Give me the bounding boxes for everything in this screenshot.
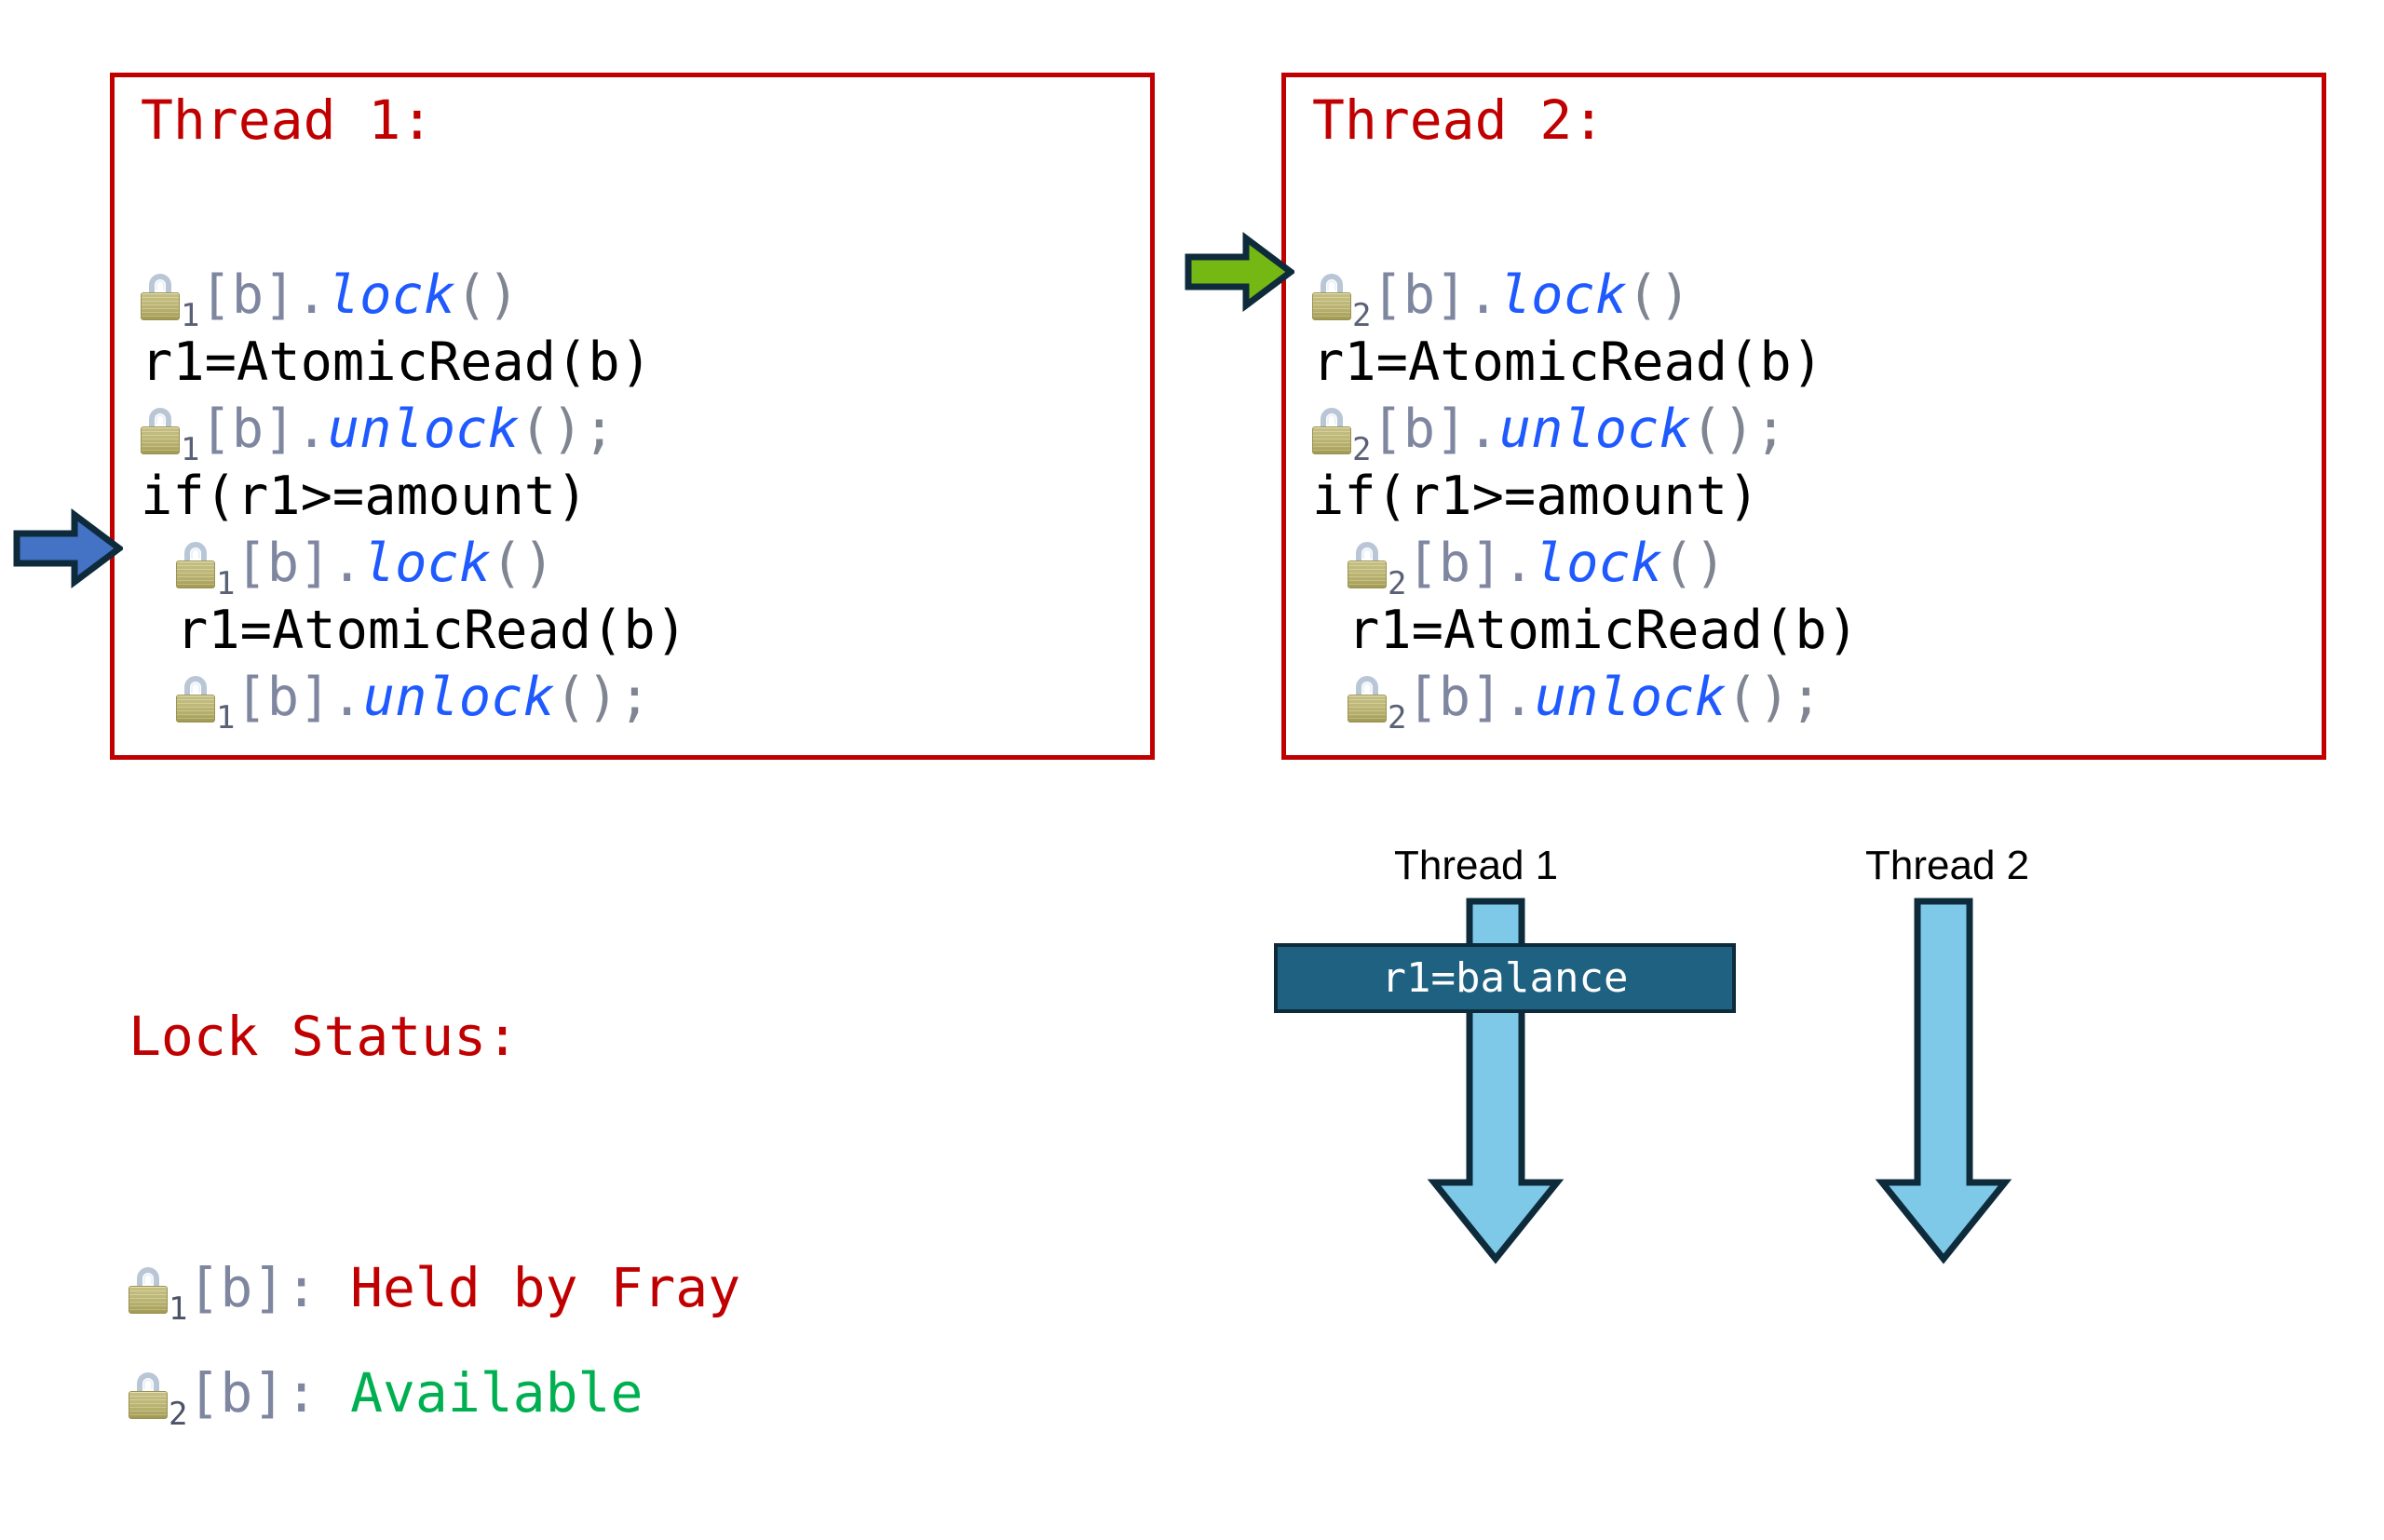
- code-line: 1[b].unlock();: [141, 396, 687, 468]
- timeline-lane1-label: Thread 1: [1394, 843, 1559, 888]
- lock-status-value: Held by Fray: [318, 1256, 741, 1319]
- method-name: lock: [1534, 533, 1663, 594]
- padlock-icon: [141, 408, 180, 454]
- thread2-title: Thread 2:: [1312, 88, 1605, 152]
- thread2-code-box: Thread 2: 2[b].lock()r1=AtomicRead(b)2[b…: [1281, 73, 2326, 760]
- lock-status-row: 1[b]: Held by Fray: [129, 1246, 740, 1351]
- lock-index: [b]: [1371, 399, 1468, 460]
- code-line: 2[b].unlock();: [1312, 396, 1859, 468]
- padlock-icon: [129, 1267, 168, 1314]
- method-name: lock: [327, 264, 456, 326]
- statement-text: r1=AtomicRead(b): [1348, 600, 1860, 661]
- dot-operator: .: [331, 667, 363, 728]
- thread1-code-lines: 1[b].lock()r1=AtomicRead(b)1[b].unlock()…: [141, 262, 687, 736]
- code-line: r1=AtomicRead(b): [141, 329, 687, 396]
- code-line: 1[b].lock(): [141, 262, 687, 334]
- padlock-icon: [176, 676, 215, 723]
- parens: ();: [1690, 399, 1787, 460]
- code-line: 2[b].unlock();: [1312, 664, 1859, 736]
- timeline-event-box: r1=balance: [1274, 943, 1736, 1013]
- padlock-icon: [129, 1372, 168, 1419]
- dot-operator: .: [1467, 264, 1499, 326]
- statement-text: r1=AtomicRead(b): [176, 600, 688, 661]
- timeline-lane2-label: Thread 2: [1865, 843, 2030, 888]
- lock-status-value: Available: [318, 1361, 643, 1425]
- lock-status-key: [b]:: [187, 1256, 318, 1319]
- lock-subscript: 1: [216, 699, 236, 736]
- parens: ();: [554, 667, 651, 728]
- method-name: unlock: [1498, 399, 1691, 460]
- thread2-code-lines: 2[b].lock()r1=AtomicRead(b)2[b].unlock()…: [1312, 262, 1859, 736]
- padlock-icon: [141, 274, 180, 320]
- parens: (): [1627, 264, 1691, 326]
- thread1-title: Thread 1:: [141, 88, 434, 152]
- statement-text: if(r1>=amount): [141, 466, 589, 527]
- code-line: r1=AtomicRead(b): [141, 597, 687, 664]
- lock-subscript: 1: [216, 565, 236, 602]
- parens: (): [455, 264, 520, 326]
- lock-subscript: 2: [169, 1396, 188, 1433]
- thread1-current-line-arrow-icon: [13, 507, 125, 593]
- statement-text: if(r1>=amount): [1312, 466, 1760, 527]
- code-line: 1[b].lock(): [141, 530, 687, 602]
- parens: (): [491, 533, 555, 594]
- padlock-icon: [176, 542, 215, 588]
- lock-subscript: 2: [1352, 297, 1372, 334]
- dot-operator: .: [295, 264, 328, 326]
- code-line: 2[b].lock(): [1312, 262, 1859, 334]
- padlock-icon: [1348, 542, 1387, 588]
- thread2-current-line-arrow-icon: [1185, 231, 1296, 317]
- method-name: unlock: [362, 667, 555, 728]
- thread1-code-box: Thread 1: 1[b].lock()r1=AtomicRead(b)1[b…: [110, 73, 1155, 760]
- dot-operator: .: [1502, 533, 1535, 594]
- lock-index: [b]: [199, 399, 296, 460]
- code-line: 2[b].lock(): [1312, 530, 1859, 602]
- lock-index: [b]: [199, 264, 296, 326]
- lock-index: [b]: [1406, 667, 1503, 728]
- code-line: 1[b].unlock();: [141, 664, 687, 736]
- lock-status-row: 2[b]: Available: [129, 1351, 740, 1456]
- method-name: unlock: [327, 399, 520, 460]
- lock-subscript: 2: [1352, 431, 1372, 468]
- parens: ();: [519, 399, 616, 460]
- lock-index: [b]: [235, 533, 332, 594]
- lock-subscript: 2: [1388, 565, 1407, 602]
- lock-index: [b]: [1371, 264, 1468, 326]
- dot-operator: .: [331, 533, 363, 594]
- method-name: lock: [1498, 264, 1628, 326]
- code-line: if(r1>=amount): [141, 463, 687, 530]
- parens: ();: [1726, 667, 1822, 728]
- lock-subscript: 1: [181, 431, 200, 468]
- dot-operator: .: [1502, 667, 1535, 728]
- statement-text: r1=AtomicRead(b): [141, 331, 653, 393]
- lock-status-key: [b]:: [187, 1361, 318, 1425]
- dot-operator: .: [1467, 399, 1499, 460]
- parens: (): [1662, 533, 1727, 594]
- lock-subscript: 1: [169, 1290, 188, 1328]
- method-name: unlock: [1534, 667, 1727, 728]
- code-line: r1=AtomicRead(b): [1312, 329, 1859, 396]
- method-name: lock: [362, 533, 492, 594]
- lock-subscript: 2: [1388, 699, 1407, 736]
- code-line: if(r1>=amount): [1312, 463, 1859, 530]
- padlock-icon: [1348, 676, 1387, 723]
- timeline-event-label: r1=balance: [1381, 954, 1629, 1002]
- padlock-icon: [1312, 408, 1351, 454]
- lock-status-title: Lock Status:: [129, 1005, 520, 1068]
- code-line: r1=AtomicRead(b): [1312, 597, 1859, 664]
- timeline-lane2-arrow-icon: [1875, 898, 2012, 1264]
- dot-operator: .: [295, 399, 328, 460]
- lock-index: [b]: [1406, 533, 1503, 594]
- padlock-icon: [1312, 274, 1351, 320]
- lock-index: [b]: [235, 667, 332, 728]
- statement-text: r1=AtomicRead(b): [1312, 331, 1824, 393]
- timeline-lane1-arrow-icon: [1427, 898, 1564, 1264]
- lock-subscript: 1: [181, 297, 200, 334]
